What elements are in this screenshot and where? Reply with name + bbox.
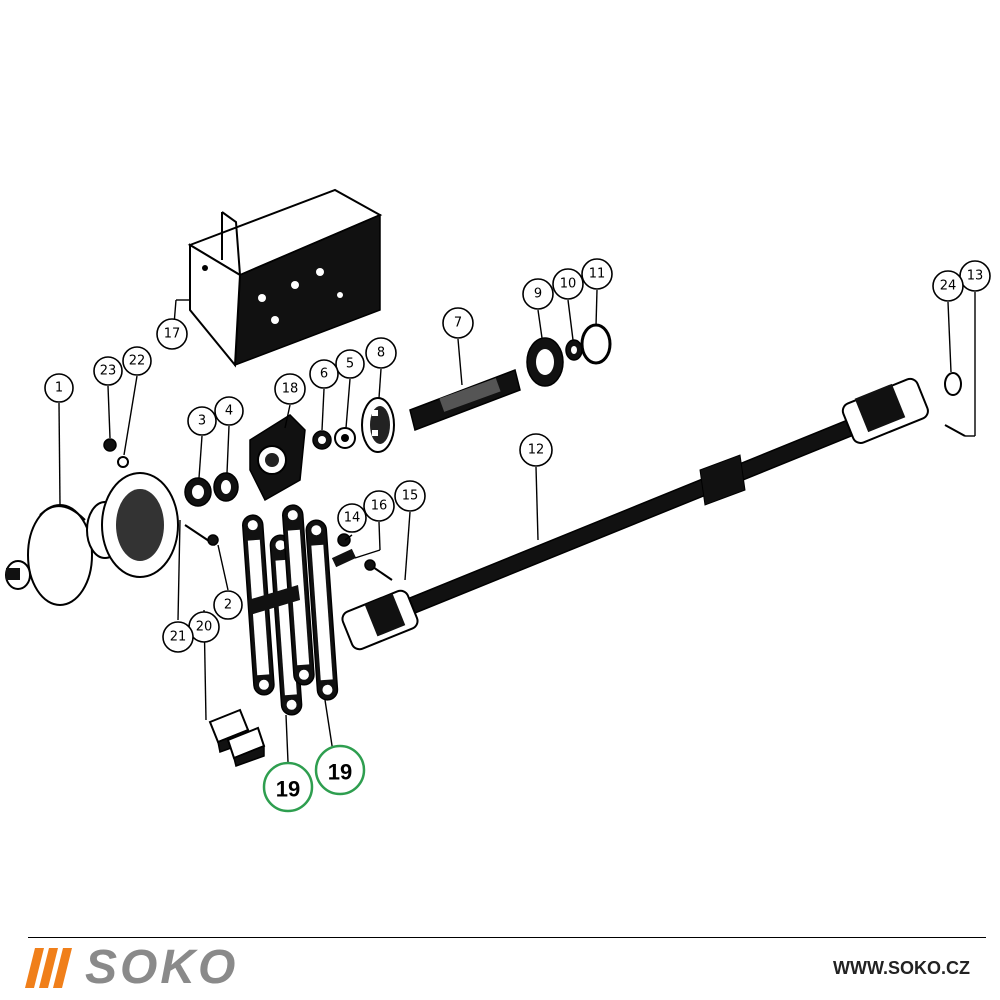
callout-13: 13 <box>959 260 991 292</box>
callout-label: 7 <box>454 316 462 331</box>
callout-label: 9 <box>534 287 542 302</box>
callout-label: 13 <box>967 269 984 284</box>
leader-lines <box>58 289 976 763</box>
callout-1: 1 <box>44 373 74 403</box>
callout-6: 6 <box>309 359 339 389</box>
callout-label: 5 <box>346 357 354 372</box>
callout-3: 3 <box>187 406 217 436</box>
callout-20: 20 <box>188 611 220 643</box>
callout-label: 2 <box>224 598 232 613</box>
callout-label: 10 <box>560 277 577 292</box>
callout-9: 9 <box>522 278 554 310</box>
callout-label: 17 <box>164 327 181 342</box>
callout-label: 15 <box>402 489 419 504</box>
highlight-callout-19-right: 19 <box>314 744 366 796</box>
highlight-label: 19 <box>328 760 352 785</box>
callout-label: 6 <box>320 367 328 382</box>
callout-24: 24 <box>932 270 964 302</box>
logo-stripes-icon <box>25 948 72 988</box>
callout-17: 17 <box>156 318 188 350</box>
callout-label: 1 <box>55 381 63 396</box>
callout-label: 12 <box>528 443 545 458</box>
part-3-bushing <box>184 477 212 507</box>
callout-label: 21 <box>170 630 187 645</box>
callout-7: 7 <box>442 307 474 339</box>
part-4-seal <box>213 472 239 502</box>
part-7-shaft <box>409 368 521 432</box>
part-11-circlip <box>580 323 612 365</box>
callout-label: 8 <box>377 346 385 361</box>
website-url: WWW.SOKO.CZ <box>833 958 970 978</box>
callout-23: 23 <box>93 356 123 386</box>
callout-16: 16 <box>363 490 395 522</box>
callout-15: 15 <box>394 480 426 512</box>
part-6-nut <box>312 430 332 450</box>
callout-label: 23 <box>100 364 117 379</box>
part-5-washer <box>334 427 356 449</box>
callout-label: 14 <box>344 511 361 526</box>
callout-12: 12 <box>519 433 553 467</box>
callout-2: 2 <box>213 590 243 620</box>
callout-label: 20 <box>196 620 213 635</box>
callout-10: 10 <box>552 268 584 300</box>
callout-8: 8 <box>365 337 397 369</box>
footer-divider <box>28 937 986 938</box>
soko-logo: SOKO <box>25 941 239 994</box>
callout-label: 4 <box>225 404 233 419</box>
callout-label: 3 <box>198 414 206 429</box>
part-12-driveshaft <box>341 377 929 651</box>
part-20-blocks <box>208 708 266 767</box>
part-19-links <box>242 504 339 716</box>
part-10-ring <box>565 339 583 361</box>
part-18-flange <box>249 414 306 502</box>
callout-18: 18 <box>274 373 306 405</box>
callout-label: 22 <box>129 354 146 369</box>
callout-4: 4 <box>214 396 244 426</box>
callout-21: 21 <box>162 621 194 653</box>
part-17-cover <box>187 188 383 368</box>
small-parts <box>103 438 219 546</box>
small-bolts <box>331 533 393 581</box>
callout-label: 18 <box>282 382 299 397</box>
highlight-label: 19 <box>276 777 300 802</box>
callout-5: 5 <box>335 349 365 379</box>
part-9-bearing <box>526 337 564 387</box>
callout-11: 11 <box>581 258 613 290</box>
callout-14: 14 <box>337 503 367 533</box>
brand-name: SOKO <box>85 941 239 994</box>
highlight-callout-19-left: 19 <box>262 761 314 813</box>
callout-22: 22 <box>122 346 152 376</box>
part-1-boot <box>5 472 179 606</box>
callout-label: 11 <box>589 267 606 282</box>
part-8-coupling <box>361 397 395 453</box>
callout-label: 16 <box>371 499 388 514</box>
callout-label: 24 <box>940 279 957 294</box>
part-13-pin <box>944 424 966 437</box>
part-24-washer <box>944 372 962 396</box>
